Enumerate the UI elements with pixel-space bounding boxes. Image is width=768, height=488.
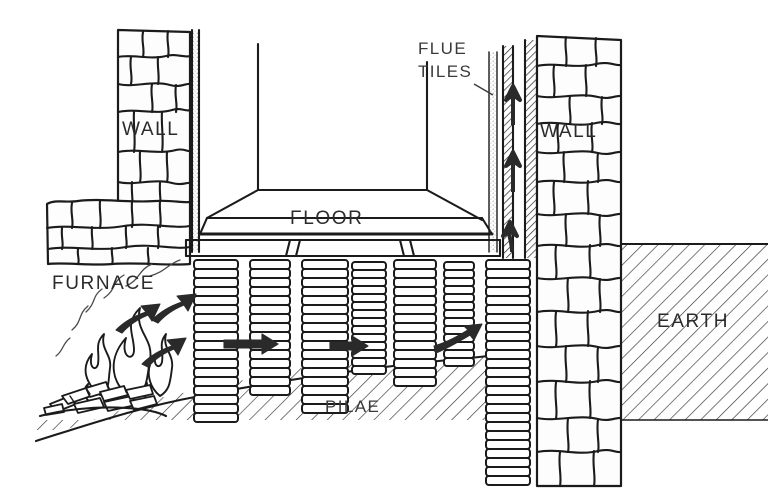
- label-floor: FLOOR: [290, 208, 363, 229]
- furnace-arch-stonework: [45, 198, 192, 266]
- pilae-column: [485, 259, 531, 486]
- hot-gas-arrows-under-floor: [223, 323, 483, 357]
- smoke-wisps: [55, 259, 181, 357]
- label-pilae: PILAE: [325, 397, 380, 416]
- furnace-hot-gas-arrows: [115, 293, 197, 368]
- label-flue-tiles-line2: TILES: [418, 62, 472, 81]
- label-flue-tiles-line1: FLUE: [418, 39, 467, 58]
- flue-up-arrows: [501, 84, 522, 253]
- label-wall-left: WALL: [122, 119, 179, 140]
- pilae-column: [351, 261, 387, 375]
- furnace-fire: [38, 259, 181, 418]
- pilae-column: [443, 261, 475, 367]
- earth-fill-right: [619, 242, 768, 421]
- label-earth: EARTH: [657, 311, 729, 332]
- flue-tiles-leader-line: [473, 83, 494, 96]
- room-interior-perspective: [205, 42, 484, 222]
- pilae-column: [393, 259, 437, 387]
- pilae-column: [301, 259, 349, 414]
- pilae-column: [249, 259, 291, 396]
- floor-slab: [184, 216, 502, 258]
- label-furnace: FURNACE: [52, 273, 155, 294]
- label-wall-right: WALL: [540, 121, 597, 142]
- right-wall: [535, 34, 623, 488]
- left-wall: [116, 28, 201, 254]
